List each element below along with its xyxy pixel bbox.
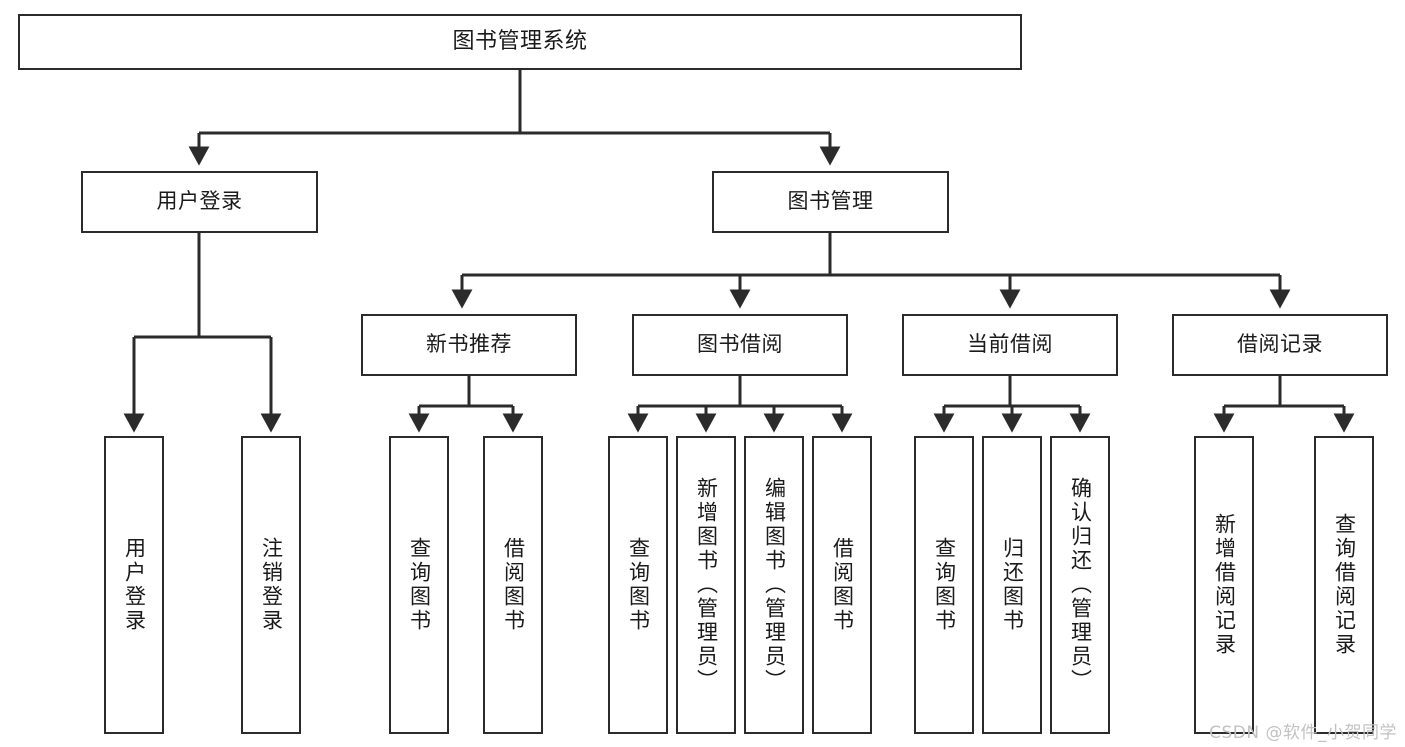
node-label: 借阅图书 xyxy=(830,537,855,633)
node-label: 借阅记录 xyxy=(1237,332,1323,357)
node-label: 用户登录 xyxy=(122,537,147,633)
node-current-borrow[interactable]: 当前借阅 xyxy=(902,314,1118,376)
node-label: 归还图书 xyxy=(1000,537,1025,633)
node-label: 用户登录 xyxy=(156,189,243,214)
node-label: 新增图书（管理员） xyxy=(694,477,719,693)
leaf-add-borrow-record[interactable]: 新增借阅记录 xyxy=(1194,436,1254,734)
leaf-query-book-current[interactable]: 查询图书 xyxy=(914,436,974,734)
leaf-borrow-book[interactable]: 借阅图书 xyxy=(812,436,872,734)
leaf-return-book[interactable]: 归还图书 xyxy=(982,436,1042,734)
node-label: 查询借阅记录 xyxy=(1332,513,1357,657)
node-label: 图书借阅 xyxy=(697,332,783,357)
node-label: 当前借阅 xyxy=(967,332,1053,357)
node-label: 注销登录 xyxy=(259,537,284,633)
node-label: 查询图书 xyxy=(932,537,957,633)
node-user-login[interactable]: 用户登录 xyxy=(81,171,318,233)
leaf-query-book-borrow[interactable]: 查询图书 xyxy=(608,436,668,734)
node-label: 编辑图书（管理员） xyxy=(762,477,787,693)
leaf-borrow-book-recommend[interactable]: 借阅图书 xyxy=(483,436,543,734)
leaf-confirm-return[interactable]: 确认归还（管理员） xyxy=(1050,436,1110,734)
node-label: 新增借阅记录 xyxy=(1212,513,1237,657)
node-label: 图书管理 xyxy=(787,189,874,214)
node-label: 查询图书 xyxy=(626,537,651,633)
leaf-add-book[interactable]: 新增图书（管理员） xyxy=(676,436,736,734)
node-label: 借阅图书 xyxy=(501,537,526,633)
node-book-management[interactable]: 图书管理 xyxy=(712,171,949,233)
node-label: 图书管理系统 xyxy=(452,28,588,54)
leaf-query-borrow-record[interactable]: 查询借阅记录 xyxy=(1314,436,1374,734)
csdn-watermark: CSDN @软件_小贺同学 xyxy=(1209,723,1397,743)
node-label: 新书推荐 xyxy=(426,332,512,357)
node-label: 查询图书 xyxy=(407,537,432,633)
leaf-query-book-recommend[interactable]: 查询图书 xyxy=(389,436,449,734)
leaf-user-login[interactable]: 用户登录 xyxy=(104,436,164,734)
node-label: 确认归还（管理员） xyxy=(1068,477,1093,693)
node-new-book-recommend[interactable]: 新书推荐 xyxy=(361,314,577,376)
leaf-edit-book[interactable]: 编辑图书（管理员） xyxy=(744,436,804,734)
leaf-logout-login[interactable]: 注销登录 xyxy=(241,436,301,734)
node-book-borrow[interactable]: 图书借阅 xyxy=(632,314,848,376)
node-borrow-record[interactable]: 借阅记录 xyxy=(1172,314,1388,376)
node-root-system[interactable]: 图书管理系统 xyxy=(18,14,1022,70)
